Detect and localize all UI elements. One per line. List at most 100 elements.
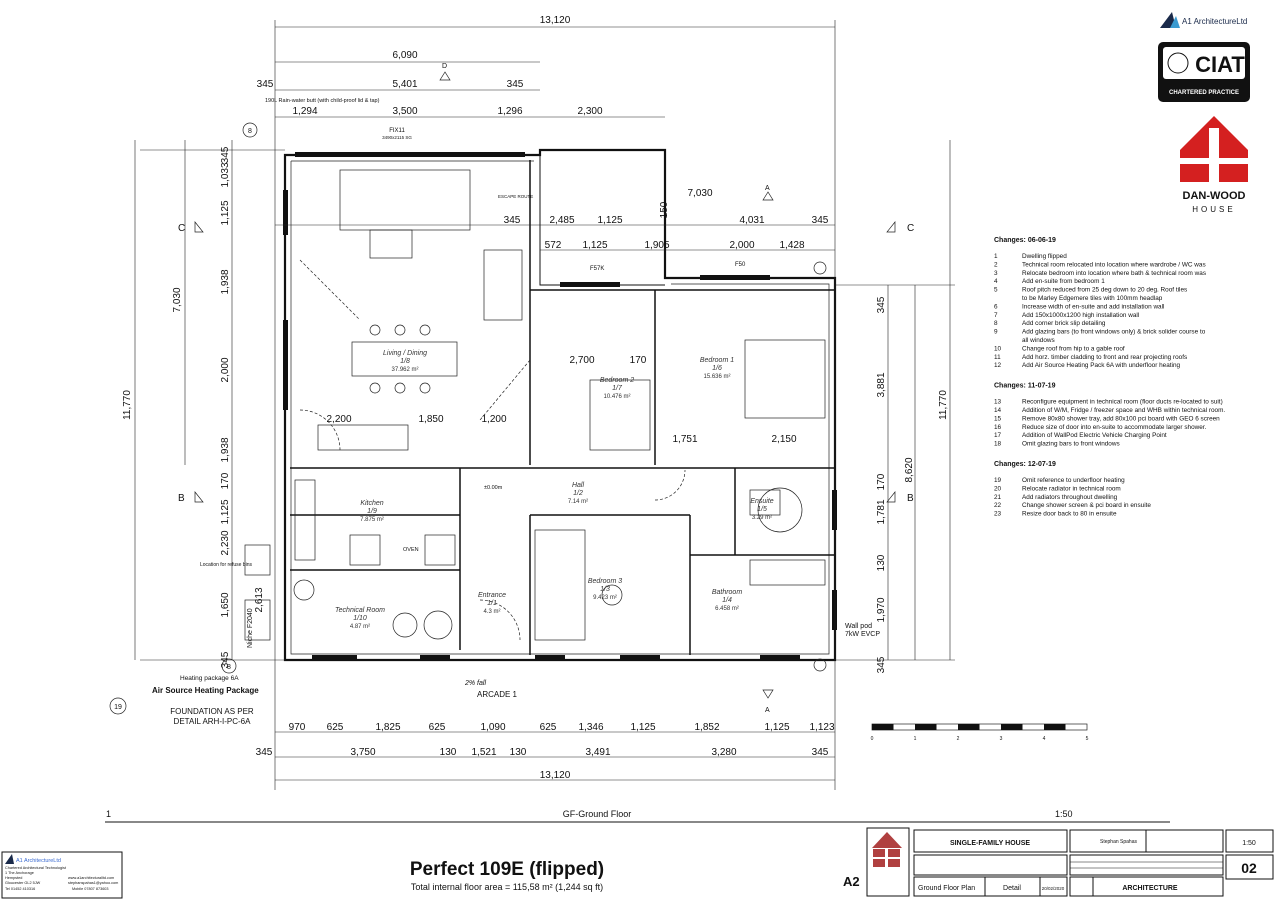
- dimension-label: 1,294: [292, 106, 317, 117]
- fall-label: 2% fall: [464, 680, 486, 687]
- dimension-label: 2,300: [577, 106, 602, 117]
- change-text: Relocate bedroom into location where bat…: [1022, 270, 1206, 277]
- change-text: Add en-suite from bedroom 1: [1022, 278, 1105, 285]
- room-ref: 1/1: [487, 600, 497, 607]
- scale-tick-label: 5: [1086, 736, 1089, 742]
- dimension-label: 1,905: [644, 240, 669, 251]
- change-text: Increase width of en-suite and add insta…: [1022, 303, 1164, 310]
- company-email: stephanspahas1@yahoo.com: [68, 881, 118, 885]
- furniture: [244, 169, 827, 672]
- dimension-label: 2,230: [220, 530, 231, 555]
- room-area: 4.87 m²: [350, 624, 370, 630]
- room-area: 7.875 m²: [360, 517, 384, 523]
- niche-label: Niche F2040: [247, 608, 254, 648]
- change-number: 9: [994, 329, 998, 336]
- change-number: 13: [994, 399, 1002, 406]
- change-number: 14: [994, 407, 1002, 414]
- dimension-label: 1,123: [809, 722, 834, 733]
- exterior-wall: [283, 148, 837, 662]
- drawing-title: Perfect 109E (flipped): [410, 859, 604, 880]
- change-text: Remove 80x80 shower tray, add 80x100 pci…: [1022, 415, 1220, 422]
- room-ref: 1/2: [573, 490, 583, 497]
- drawing-name: Ground Floor Plan: [918, 885, 975, 892]
- room-name: Technical Room: [335, 607, 385, 614]
- a1-architecture-logo: A1 ArchitectureLtd: [1160, 12, 1247, 28]
- dimension-label: 170: [630, 355, 647, 366]
- dimension-label: 345: [220, 651, 231, 668]
- dimension-label: 170: [876, 473, 887, 490]
- dimension-label: 1,125: [220, 499, 231, 524]
- project-name: SINGLE-FAMILY HOUSE: [950, 840, 1030, 847]
- room-area: 4.3 m²: [483, 609, 500, 615]
- refuse-note: Location for refuse bins: [200, 562, 252, 568]
- dimension-label: 3,280: [711, 747, 736, 758]
- room-name: Ensuite: [750, 498, 773, 505]
- dimension-label: 1,090: [480, 722, 505, 733]
- change-heading: Changes: 11-07-19: [994, 383, 1056, 390]
- evcp-label: 7kW EVCP: [845, 631, 880, 638]
- dimension-label: 1,296: [497, 106, 522, 117]
- change-text: Dwelling flipped: [1022, 253, 1067, 260]
- heating-package-6a: Heating package 6A: [180, 675, 239, 682]
- ciat-logo: CIAT CHARTERED PRACTICE: [1158, 42, 1250, 102]
- section-marker-b-left: B: [178, 493, 185, 504]
- company-line: Hempsted: [5, 876, 22, 880]
- oven-label: OVEN: [403, 547, 419, 553]
- change-text: Reconfigure equipment in technical room …: [1022, 399, 1223, 406]
- section-marker-c-right: C: [907, 223, 914, 234]
- drawing-caption-name: GF-Ground Floor: [563, 809, 632, 819]
- room-ref: 1/4: [722, 597, 732, 604]
- dimension-label: 1,125: [220, 200, 231, 225]
- drawing-type: Detail: [1003, 885, 1021, 892]
- dimension-label: 2,000: [729, 240, 754, 251]
- dimension-label: 6,090: [392, 50, 417, 61]
- company-web: www.a1architecturalltd.com: [68, 876, 114, 880]
- author-name: Stephan Spahas: [1100, 839, 1137, 845]
- change-number: 21: [994, 494, 1002, 501]
- change-number: 3: [994, 270, 998, 277]
- scale-tick-label: 3: [1000, 736, 1003, 742]
- foundation-line2: DETAIL ARH-I-PC-6A: [174, 717, 252, 726]
- title-block-scale: 1:50: [1242, 840, 1256, 847]
- dimension-label: 11,770: [122, 390, 133, 420]
- window-fix11: FIX11: [389, 128, 405, 134]
- change-text: Add corner brick slip detailing: [1022, 320, 1106, 327]
- dimension-label: 1,033: [220, 162, 231, 187]
- change-number: 17: [994, 432, 1002, 439]
- window-f50: F50: [735, 262, 746, 268]
- change-number: 22: [994, 502, 1002, 509]
- drawing-caption-scale: 1:50: [1055, 809, 1073, 819]
- dimension-label: 1,346: [578, 722, 603, 733]
- change-number: 10: [994, 345, 1002, 352]
- company-box: A1 ArchitectureLtd Chartered Architectur…: [1, 851, 123, 899]
- dimension-label: 7,030: [687, 188, 712, 199]
- scale-segment: [872, 724, 894, 730]
- change-number: 15: [994, 415, 1002, 422]
- dimension-label: 3,881: [876, 372, 887, 397]
- change-number: 23: [994, 511, 1002, 518]
- drawing-number: 1: [106, 809, 111, 819]
- dimension-label: 11,770: [938, 390, 949, 420]
- window-fix11-size: 3490x2115 SG: [382, 135, 412, 140]
- change-text: all windows: [1022, 337, 1055, 344]
- change-number: 19: [994, 477, 1002, 484]
- scale-segment: [958, 724, 980, 730]
- change-number: 8: [994, 320, 998, 327]
- dimension-label: 572: [545, 240, 562, 251]
- change-text: Relocate radiator in technical room: [1022, 485, 1121, 492]
- dimension-label: 130: [510, 747, 527, 758]
- room-area: 15.636 m²: [703, 374, 730, 380]
- dimension-label: 1,751: [672, 434, 697, 445]
- section-marker-a-bottom: A: [765, 707, 770, 714]
- change-number: 6: [994, 303, 998, 310]
- a1-brand: A1 ArchitectureLtd: [1182, 17, 1247, 26]
- change-heading: Changes: 12-07-19: [994, 461, 1056, 468]
- change-number: 12: [994, 362, 1002, 369]
- dimension-label: 1,125: [630, 722, 655, 733]
- dimension-label: 2,613: [254, 587, 265, 612]
- dimension-label: 625: [327, 722, 344, 733]
- change-text: Addition of WallPod Electric Vehicle Cha…: [1022, 432, 1167, 439]
